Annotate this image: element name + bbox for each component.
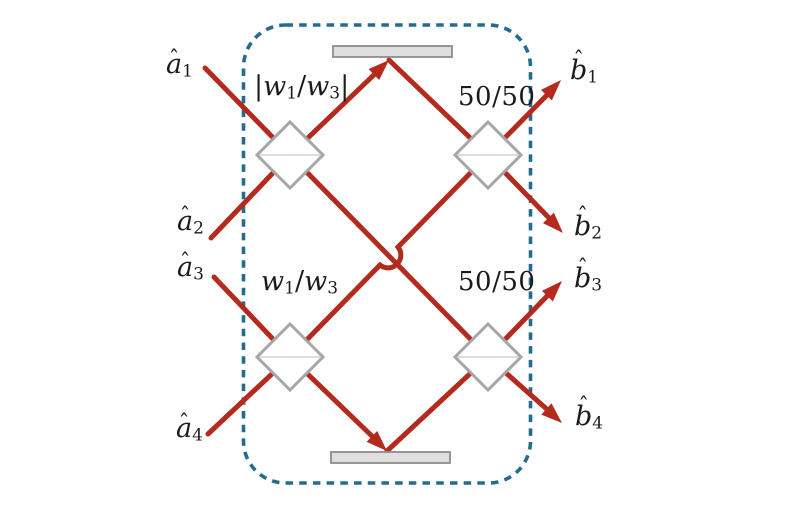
mirror-strokes xyxy=(330,45,453,464)
w1-sub: 1 xyxy=(286,83,298,104)
letter-subscript: 2 xyxy=(591,223,603,244)
letter-subscript: 1 xyxy=(587,67,599,88)
letter-base: b xyxy=(575,401,593,432)
bs-midlines xyxy=(259,154,519,358)
bs-label-top-left: |w1/w3| xyxy=(254,71,349,104)
dashed-boundary-box xyxy=(241,23,533,485)
abs-bar: | xyxy=(340,71,350,102)
letter-base: a xyxy=(176,413,193,444)
hat-accent-icon: ˆ xyxy=(168,46,180,72)
slash: / xyxy=(297,71,307,102)
hat-accent-icon: ˆ xyxy=(578,394,590,420)
hat-accent-icon: ˆ xyxy=(577,256,589,282)
mirrors xyxy=(330,45,453,464)
hat-accent-icon: ˆ xyxy=(573,48,585,74)
letter-subscript: 1 xyxy=(182,61,193,82)
beam-splitters xyxy=(254,119,524,393)
beam-bs3-to-bs2-with-hop xyxy=(287,152,491,360)
arrowhead-b4-icon xyxy=(541,403,562,423)
hat-accent-icon: ˆ xyxy=(178,410,190,436)
slash: / xyxy=(294,266,305,297)
bs-label-bottom-left: w1/w3 xyxy=(261,266,338,299)
w1-sub: 1 xyxy=(284,278,295,299)
hat-accent-icon: ˆ xyxy=(577,204,589,230)
beam-bs1-to-bs4 xyxy=(287,152,491,360)
mirror-top-icon xyxy=(332,45,453,58)
arrowhead-top-mirror-icon xyxy=(368,60,389,81)
w3-sub: 3 xyxy=(327,278,339,299)
hat-accent-icon: ˆ xyxy=(179,203,191,229)
arrowhead-bottom-mirror-icon xyxy=(366,430,387,451)
arrowheads xyxy=(366,60,563,451)
arrowhead-b3-icon xyxy=(541,281,562,302)
letter-subscript: 3 xyxy=(591,275,603,296)
abs-bar: | xyxy=(254,71,264,102)
letter-base: b xyxy=(570,55,588,86)
letter-subscript: 3 xyxy=(193,264,204,285)
arrowhead-b1-icon xyxy=(540,80,561,101)
letter-base: b xyxy=(574,211,592,242)
bs-label-top-right: 50/50 xyxy=(458,82,536,112)
w1: w xyxy=(263,71,287,102)
bs-label-bottom-right: 50/50 xyxy=(458,267,536,297)
w1: w xyxy=(261,266,285,297)
letter-subscript: 2 xyxy=(193,218,204,239)
hat-accent-icon: ˆ xyxy=(179,249,191,275)
letter-base: a xyxy=(166,49,183,80)
beam-paths xyxy=(202,57,555,454)
letter-base: a xyxy=(177,252,194,283)
arrowhead-b2-icon xyxy=(542,212,563,233)
w3: w xyxy=(306,71,330,102)
w3: w xyxy=(304,266,328,297)
letter-base: a xyxy=(177,206,194,237)
letter-base: b xyxy=(574,263,592,294)
mirror-bottom-icon xyxy=(330,451,451,464)
w3-sub: 3 xyxy=(329,83,341,104)
letter-subscript: 4 xyxy=(192,425,203,446)
letter-subscript: 4 xyxy=(592,413,604,434)
